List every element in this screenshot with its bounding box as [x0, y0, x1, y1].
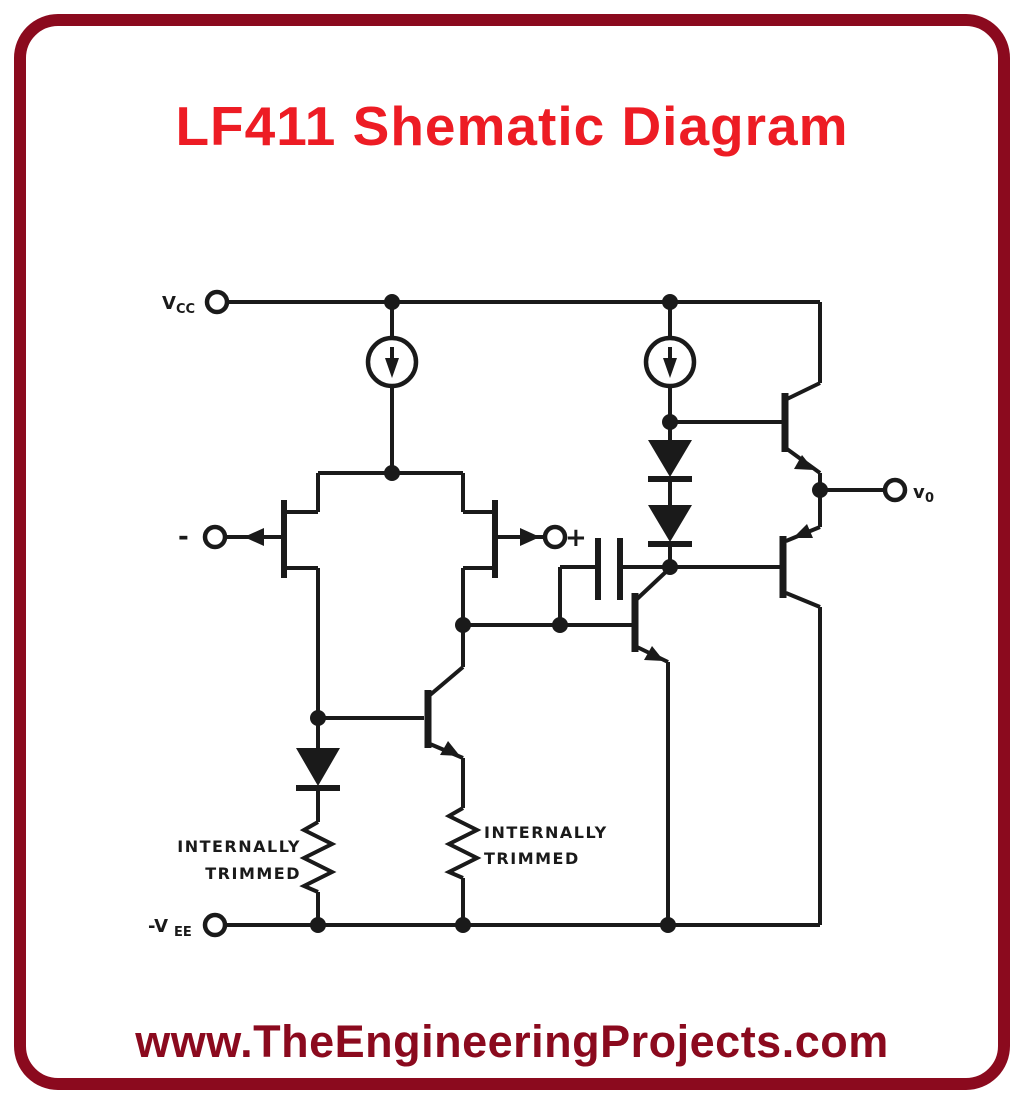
- trim-right-line2: TRIMMED: [484, 849, 580, 868]
- vee-label-sub: EE: [174, 925, 192, 940]
- vout-label-sub: 0: [925, 491, 934, 506]
- output-pnp-transistor: [779, 524, 813, 598]
- compensation-capacitor: [595, 538, 623, 600]
- inverting-input-label: -: [178, 522, 189, 552]
- internally-trimmed-label-right: INTERNALLY TRIMMED: [484, 823, 608, 868]
- poster-border-frame: [14, 14, 1010, 1090]
- current-source-1: [365, 335, 419, 389]
- website-footer: www.TheEngineeringProjects.com: [135, 1016, 889, 1067]
- jfet-left-gate-arrow-icon: [244, 528, 264, 546]
- inverting-input-terminal: [202, 524, 228, 550]
- diode-2: [648, 440, 692, 482]
- gain-npn-transistor: [631, 593, 664, 661]
- output-npn-transistor: [781, 393, 814, 470]
- trimmed-resistor-left: [299, 820, 337, 894]
- jfet-right-gate-arrow-icon: [520, 528, 540, 546]
- internally-trimmed-label-left: INTERNALLY TRIMMED: [177, 837, 301, 883]
- jfet-inverting-input: [244, 500, 287, 578]
- trimmed-resistor-right: [444, 806, 482, 880]
- wires: [225, 300, 885, 927]
- output-terminal: [882, 477, 908, 503]
- page-title: LF411 Shematic Diagram: [175, 95, 849, 157]
- vee-label: -V: [148, 916, 168, 937]
- trim-right-line1: INTERNALLY: [484, 823, 608, 842]
- noninverting-input-label: +: [565, 523, 587, 553]
- trim-left-line1: INTERNALLY: [177, 837, 301, 856]
- diode-1: [296, 748, 340, 791]
- vee-terminal: [202, 912, 228, 938]
- vcc-label-sub: CC: [176, 302, 195, 317]
- noninverting-input-terminal: [542, 524, 568, 550]
- jfet-noninverting-input: [492, 500, 540, 578]
- trim-left-line2: TRIMMED: [205, 864, 301, 883]
- current-source-2: [643, 335, 697, 389]
- vcc-label: V: [162, 293, 176, 314]
- vout-label: v: [913, 482, 925, 503]
- diode-3: [648, 505, 692, 547]
- mirror-npn-transistor: [424, 690, 460, 756]
- vcc-terminal: [204, 289, 230, 315]
- junction-dots: [310, 294, 828, 933]
